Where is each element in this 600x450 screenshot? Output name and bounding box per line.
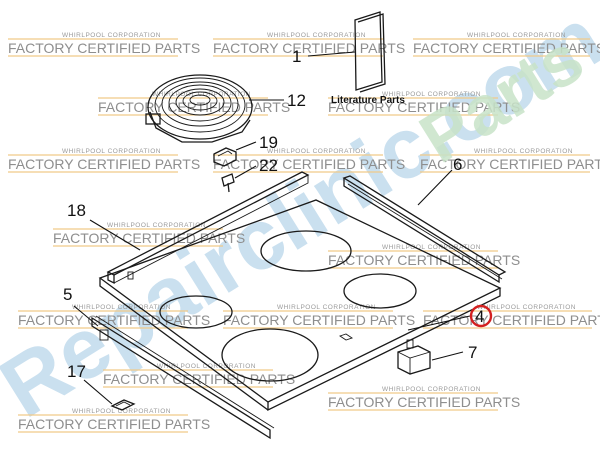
- watermark-big-text: FACTORY CERTIFIED PARTS: [420, 156, 600, 172]
- watermark-tile: WHIRLPOOL CORPORATION FACTORY CERTIFIED …: [328, 91, 520, 116]
- watermark-small-text: WHIRLPOOL CORPORATION: [62, 148, 161, 155]
- watermark-tile: WHIRLPOOL CORPORATION FACTORY CERTIFIED …: [413, 32, 600, 57]
- watermark-small-text: WHIRLPOOL CORPORATION: [157, 363, 256, 370]
- callout-19: 19: [259, 133, 278, 152]
- watermark-small-text: WHIRLPOOL CORPORATION: [152, 91, 251, 98]
- watermark-small-text: WHIRLPOOL CORPORATION: [267, 32, 366, 39]
- burner-front: [221, 328, 319, 382]
- watermark-big-text: FACTORY CERTIFIED PARTS: [53, 230, 245, 246]
- literature-parts[interactable]: 1 Literature Parts: [292, 11, 405, 106]
- burner-left: [159, 295, 233, 329]
- watermark-tile: WHIRLPOOL CORPORATION FACTORY CERTIFIED …: [8, 148, 200, 173]
- watermark-big-text: FACTORY CERTIFIED PARTS: [213, 40, 405, 56]
- watermark-tile: WHIRLPOOL CORPORATION FACTORY CERTIFIED …: [213, 32, 405, 57]
- watermark-small-text: WHIRLPOOL CORPORATION: [72, 408, 171, 415]
- callout-22: 22: [259, 156, 278, 175]
- watermark-big-text: FACTORY CERTIFIED PARTS: [328, 394, 520, 410]
- watermark-big-text: FACTORY CERTIFIED PARTS: [98, 99, 290, 115]
- watermark-tile: WHIRLPOOL CORPORATION FACTORY CERTIFIED …: [328, 386, 520, 411]
- watermark-big-text: FACTORY CERTIFIED PARTS: [423, 312, 600, 328]
- watermark-big-text: FACTORY CERTIFIED PARTS: [413, 40, 600, 56]
- rear-trim-6[interactable]: 6: [342, 155, 507, 284]
- burner-rear-right: [260, 230, 352, 272]
- watermark-small-text: WHIRLPOOL CORPORATION: [72, 304, 171, 311]
- watermark-small-text: WHIRLPOOL CORPORATION: [267, 148, 366, 155]
- watermark-tile: WHIRLPOOL CORPORATION FACTORY CERTIFIED …: [8, 32, 200, 57]
- watermark-big-text: FACTORY CERTIFIED PARTS: [8, 40, 200, 56]
- watermark-small-text: WHIRLPOOL CORPORATION: [382, 244, 481, 251]
- front-trim-5[interactable]: 5: [63, 285, 275, 440]
- watermark-small-text: WHIRLPOOL CORPORATION: [107, 222, 206, 229]
- callout-5: 5: [63, 285, 72, 304]
- radiant-element[interactable]: 12: [145, 74, 306, 143]
- watermark-small-text: WHIRLPOOL CORPORATION: [277, 304, 376, 311]
- watermark-tile: WHIRLPOOL CORPORATION FACTORY CERTIFIED …: [328, 244, 520, 269]
- highlight-circle: [469, 304, 493, 328]
- watermark-small-text: WHIRLPOOL CORPORATION: [382, 91, 481, 98]
- burner-right: [343, 273, 417, 309]
- callout-17: 17: [67, 362, 86, 381]
- watermark-small-text: WHIRLPOOL CORPORATION: [382, 386, 481, 393]
- callout-4: 4: [475, 307, 484, 326]
- watermark-tile: WHIRLPOOL CORPORATION FACTORY CERTIFIED …: [53, 222, 245, 247]
- watermark-big-text: FACTORY CERTIFIED PARTS: [18, 416, 210, 432]
- literature-label: Literature Parts: [331, 95, 405, 106]
- watermark-big-text: FACTORY CERTIFIED PARTS: [223, 312, 415, 328]
- cooktop-glass[interactable]: 4: [98, 199, 502, 412]
- watermark-small-text: WHIRLPOOL CORPORATION: [477, 304, 576, 311]
- callout-18: 18: [67, 201, 86, 220]
- switch-7[interactable]: 7: [397, 339, 477, 375]
- watermark-small-text: WHIRLPOOL CORPORATION: [62, 32, 161, 39]
- watermark-tile: WHIRLPOOL CORPORATION FACTORY CERTIFIED …: [18, 408, 210, 433]
- watermark-big-text: FACTORY CERTIFIED PARTS: [328, 99, 520, 115]
- watermark-tile: WHIRLPOOL CORPORATION FACTORY CERTIFIED …: [423, 304, 600, 329]
- watermark-small-text: WHIRLPOOL CORPORATION: [474, 148, 573, 155]
- watermark-tile: WHIRLPOOL CORPORATION FACTORY CERTIFIED …: [223, 304, 415, 329]
- watermark-big-text: FACTORY CERTIFIED PARTS: [8, 156, 200, 172]
- watermark-big-text: FACTORY CERTIFIED PARTS: [328, 252, 520, 268]
- callout-6: 6: [453, 155, 462, 174]
- watermark-big-text: FACTORY CERTIFIED PARTS: [213, 156, 405, 172]
- callout-12: 12: [287, 91, 306, 110]
- watermark-small-text: WHIRLPOOL CORPORATION: [467, 32, 566, 39]
- clip-17[interactable]: 17: [67, 362, 136, 411]
- watermark-tile: WHIRLPOOL CORPORATION FACTORY CERTIFIED …: [420, 148, 600, 173]
- screw-22[interactable]: 22: [221, 156, 278, 193]
- watermark-big-text: FACTORY CERTIFIED PARTS: [18, 312, 210, 328]
- watermark-tile: WHIRLPOOL CORPORATION FACTORY CERTIFIED …: [213, 148, 405, 173]
- watermark-big-text: FACTORY CERTIFIED PARTS: [103, 371, 295, 387]
- callout-1: 1: [292, 47, 301, 66]
- watermark-tile: WHIRLPOOL CORPORATION FACTORY CERTIFIED …: [98, 91, 290, 116]
- callout-7: 7: [468, 343, 477, 362]
- bracket-19[interactable]: 19: [213, 133, 278, 167]
